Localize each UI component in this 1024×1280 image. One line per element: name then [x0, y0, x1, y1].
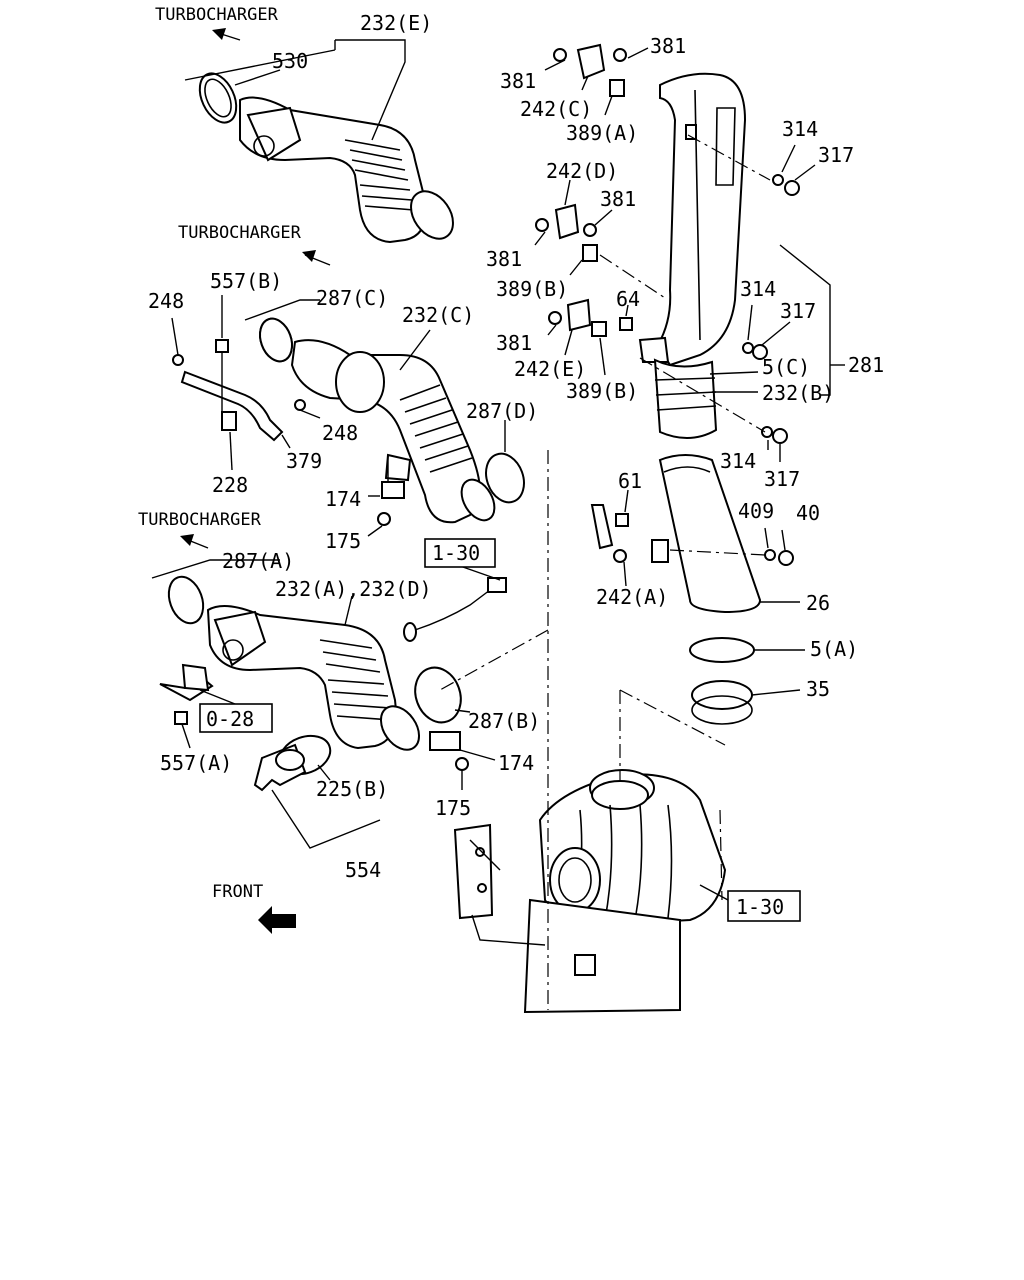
label-174a: 174 [325, 487, 361, 511]
arrow-turbo-low [180, 534, 194, 546]
label-175a: 175 [325, 529, 361, 553]
label-389b2: 389(B) [566, 379, 638, 403]
label-381c: 381 [600, 187, 636, 211]
label-232ad: 232(A),232(D) [275, 577, 432, 601]
screw-175a [377, 512, 391, 526]
label-232c: 232(C) [402, 303, 474, 327]
label-248a: 248 [148, 289, 184, 313]
ref-box-0-28 [199, 703, 273, 733]
clamp-5a [689, 637, 755, 663]
label-287d: 287(D) [466, 399, 538, 423]
arrow-turbo-mid [302, 250, 316, 262]
label-554: 554 [345, 858, 381, 882]
label-61: 61 [618, 469, 642, 493]
label-389b1: 389(B) [496, 277, 568, 301]
nut-40 [778, 550, 794, 566]
label-381a: 381 [500, 69, 536, 93]
label-314b: 314 [740, 277, 776, 301]
duct-232e [198, 72, 454, 244]
bolt-557b [215, 339, 229, 415]
clamp-287c [259, 317, 293, 363]
label-381e: 381 [496, 331, 532, 355]
nut-317c [772, 428, 788, 444]
turbocharger-label-low: TURBOCHARGER [138, 510, 262, 530]
label-232b: 232(B) [762, 381, 834, 405]
nut-317a [784, 180, 800, 196]
centerlines [439, 134, 771, 1010]
leader-lines [151, 31, 845, 901]
ref-box-1-30-low [727, 890, 801, 922]
duct-232a [167, 575, 421, 751]
duct-281 [638, 72, 762, 614]
label-228: 228 [212, 473, 248, 497]
sleeve-35 [691, 680, 753, 710]
sensor-174a [381, 481, 405, 499]
label-314c: 314 [720, 449, 756, 473]
label-409: 409 [738, 499, 774, 523]
bracket-0-28 [159, 663, 214, 725]
pipe-379 [172, 354, 306, 442]
turbocharger-label-mid: TURBOCHARGER [178, 223, 302, 243]
turbocharger-label-top: TURBOCHARGER [155, 5, 279, 25]
label-557b: 557(B) [210, 269, 282, 293]
label-242c: 242(C) [520, 97, 592, 121]
label-5c: 5(C) [762, 355, 810, 379]
sensor-174b [429, 731, 461, 751]
ref-0-28: 0-28 [206, 707, 254, 731]
brackets-right [535, 43, 633, 563]
label-530: 530 [272, 49, 308, 73]
label-381b: 381 [650, 34, 686, 58]
ref-1-30-mid: 1-30 [432, 541, 480, 565]
label-242e: 242(E) [514, 357, 586, 381]
ref-box-1-30-mid [424, 538, 496, 568]
washer-409 [764, 549, 776, 561]
washer-314b [742, 342, 754, 354]
elbow-554 [253, 734, 332, 792]
label-174b: 174 [498, 751, 534, 775]
sensor-harness [403, 577, 507, 642]
nut-317b [752, 344, 768, 360]
label-389a: 389(A) [566, 121, 638, 145]
label-317c: 317 [764, 467, 800, 491]
washer-314a [772, 174, 784, 186]
label-248b: 248 [322, 421, 358, 445]
label-314a: 314 [782, 117, 818, 141]
screw-175b [455, 757, 469, 771]
label-225b: 225(B) [316, 777, 388, 801]
label-379: 379 [286, 449, 322, 473]
clamp-287d [485, 452, 525, 504]
label-175b: 175 [435, 796, 471, 820]
label-5a: 5(A) [810, 637, 858, 661]
label-317a: 317 [818, 143, 854, 167]
label-287b: 287(B) [468, 709, 540, 733]
label-26: 26 [806, 591, 830, 615]
label-242a: 242(A) [596, 585, 668, 609]
arrow-turbo-top [212, 28, 226, 40]
label-64: 64 [616, 287, 640, 311]
label-557a: 557(A) [160, 751, 232, 775]
label-40: 40 [796, 501, 820, 525]
label-317b: 317 [780, 299, 816, 323]
clamp-287b [414, 666, 462, 724]
washer-314c [761, 426, 773, 438]
label-242d: 242(D) [546, 159, 618, 183]
front-arrow-icon [258, 906, 296, 934]
label-287a: 287(A) [222, 549, 294, 573]
label-35: 35 [806, 677, 830, 701]
ref-1-30-low: 1-30 [736, 895, 784, 919]
label-381d: 381 [486, 247, 522, 271]
front-label: FRONT [212, 882, 263, 902]
label-232e: 232(E) [360, 11, 432, 35]
label-281: 281 [848, 353, 884, 377]
air-cleaner [453, 769, 727, 1014]
label-287c: 287(C) [316, 286, 388, 310]
